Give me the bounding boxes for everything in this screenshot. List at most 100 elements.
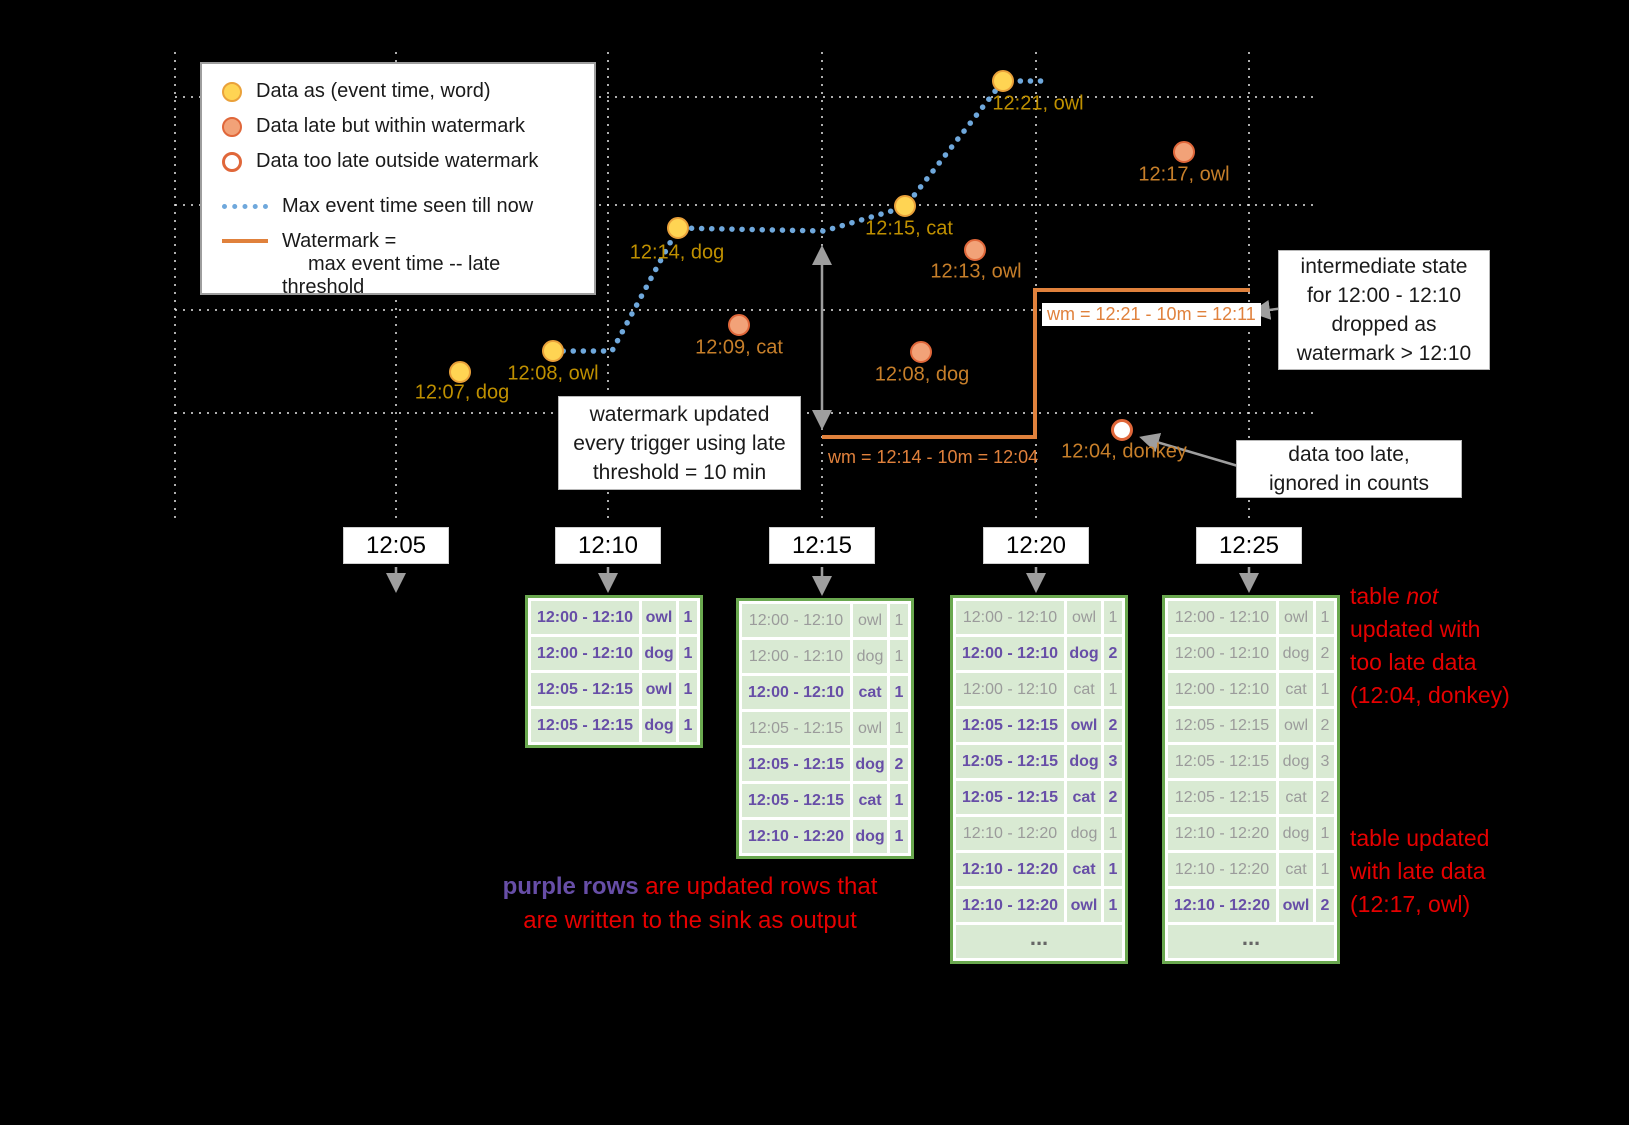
window-cell: 12:00 - 12:10 bbox=[1168, 601, 1276, 634]
word-cell: cat bbox=[853, 676, 887, 709]
event-point-label: 12:21, owl bbox=[992, 92, 1084, 115]
event-point bbox=[667, 217, 689, 239]
count-cell: 1 bbox=[679, 709, 697, 742]
too-late-event-point-label: 12:04, donkey bbox=[1061, 440, 1187, 463]
word-cell: owl bbox=[1067, 709, 1101, 742]
legend-label: Watermark = max event time -- late thres… bbox=[282, 230, 501, 298]
word-cell: owl bbox=[642, 673, 676, 706]
table-row: 12:05 - 12:15 cat 2 bbox=[956, 781, 1122, 814]
window-cell: 12:00 - 12:10 bbox=[1168, 637, 1276, 670]
word-cell: cat bbox=[1279, 853, 1313, 886]
table-row: 12:05 - 12:15 owl 1 bbox=[742, 712, 908, 745]
table-row: 12:00 - 12:10 cat 1 bbox=[956, 673, 1122, 706]
count-cell: 1 bbox=[890, 820, 908, 853]
count-cell: 1 bbox=[1316, 601, 1334, 634]
word-cell: owl bbox=[1067, 889, 1101, 922]
window-cell: 12:00 - 12:10 bbox=[531, 637, 639, 670]
table-row: 12:05 - 12:15 owl 2 bbox=[1168, 709, 1334, 742]
ellipsis-row: ... bbox=[1168, 925, 1334, 958]
table-row: 12:00 - 12:10 dog 1 bbox=[742, 640, 908, 673]
count-cell: 2 bbox=[1316, 709, 1334, 742]
count-cell: 2 bbox=[1316, 781, 1334, 814]
legend-label: Data too late outside watermark bbox=[256, 150, 539, 172]
window-cell: 12:10 - 12:20 bbox=[956, 889, 1064, 922]
legend-item-max-event-time: Max event time seen till now bbox=[222, 195, 584, 218]
window-cell: 12:05 - 12:15 bbox=[956, 745, 1064, 778]
window-cell: 12:10 - 12:20 bbox=[1168, 853, 1276, 886]
count-cell: 2 bbox=[1104, 709, 1122, 742]
time-label-1225: 12:25 bbox=[1196, 527, 1302, 564]
legend-item-on-time: Data as (event time, word) bbox=[222, 80, 584, 103]
count-cell: 1 bbox=[1104, 817, 1122, 850]
legend-item-too-late: Data too late outside watermark bbox=[222, 150, 584, 173]
result-table-1225: 12:00 - 12:10 owl 1 12:00 - 12:10 dog 2 … bbox=[1162, 595, 1340, 964]
window-cell: 12:05 - 12:15 bbox=[742, 748, 850, 781]
word-cell: dog bbox=[853, 748, 887, 781]
legend-label: Data late but within watermark bbox=[256, 115, 526, 137]
window-cell: 12:00 - 12:10 bbox=[742, 676, 850, 709]
word-cell: owl bbox=[853, 712, 887, 745]
word-cell: cat bbox=[1067, 673, 1101, 706]
legend-label: Max event time seen till now bbox=[282, 195, 534, 217]
table-row: 12:00 - 12:10 dog 1 bbox=[531, 637, 697, 670]
note-not-updated: table not updated with too late data (12… bbox=[1350, 583, 1510, 708]
count-cell: 1 bbox=[679, 673, 697, 706]
window-cell: 12:05 - 12:15 bbox=[1168, 745, 1276, 778]
window-cell: 12:00 - 12:10 bbox=[531, 601, 639, 634]
table-row: 12:05 - 12:15 owl 2 bbox=[956, 709, 1122, 742]
table-row: 12:10 - 12:20 cat 1 bbox=[1168, 853, 1334, 886]
word-cell: owl bbox=[1279, 889, 1313, 922]
late-event-point-label: 12:09, cat bbox=[695, 336, 783, 359]
word-cell: dog bbox=[642, 709, 676, 742]
table-row: 12:05 - 12:15 dog 3 bbox=[956, 745, 1122, 778]
word-cell: owl bbox=[1279, 709, 1313, 742]
word-cell: cat bbox=[1279, 781, 1313, 814]
word-cell: owl bbox=[1067, 601, 1101, 634]
table-row: 12:05 - 12:15 owl 1 bbox=[531, 673, 697, 706]
table-row: 12:00 - 12:10 owl 1 bbox=[742, 604, 908, 637]
window-cell: 12:05 - 12:15 bbox=[531, 709, 639, 742]
legend-item-late: Data late but within watermark bbox=[222, 115, 584, 138]
word-cell: dog bbox=[1279, 817, 1313, 850]
table-row: 12:10 - 12:20 owl 1 bbox=[956, 889, 1122, 922]
word-cell: owl bbox=[853, 604, 887, 637]
word-cell: owl bbox=[1279, 601, 1313, 634]
late-event-point bbox=[728, 314, 750, 336]
note-purple-rows: purple rows are updated rows that are wr… bbox=[502, 873, 878, 934]
count-cell: 1 bbox=[1104, 853, 1122, 886]
solid-line-icon bbox=[222, 239, 268, 243]
legend-item-watermark: Watermark = max event time -- late thres… bbox=[222, 230, 584, 299]
result-table-1215: 12:00 - 12:10 owl 1 12:00 - 12:10 dog 1 … bbox=[736, 598, 914, 859]
word-cell: cat bbox=[1067, 853, 1101, 886]
window-cell: 12:00 - 12:10 bbox=[742, 604, 850, 637]
window-cell: 12:10 - 12:20 bbox=[956, 853, 1064, 886]
window-cell: 12:05 - 12:15 bbox=[1168, 709, 1276, 742]
callout-watermark-updated: watermark updated every trigger using la… bbox=[558, 396, 801, 490]
table-row: 12:10 - 12:20 dog 1 bbox=[956, 817, 1122, 850]
time-label-1205: 12:05 bbox=[343, 527, 449, 564]
trigger-arrows bbox=[386, 567, 1259, 596]
result-table-1210: 12:00 - 12:10 owl 1 12:00 - 12:10 dog 1 … bbox=[525, 595, 703, 748]
window-cell: 12:00 - 12:10 bbox=[956, 673, 1064, 706]
too-late-event-point bbox=[1111, 419, 1133, 441]
late-event-point bbox=[964, 239, 986, 261]
count-cell: 1 bbox=[679, 601, 697, 634]
ellipsis-row: ... bbox=[956, 925, 1122, 958]
callout-intermediate-state: intermediate state for 12:00 - 12:10 dro… bbox=[1278, 250, 1490, 370]
window-cell: 12:00 - 12:10 bbox=[742, 640, 850, 673]
word-cell: dog bbox=[1067, 745, 1101, 778]
legend: Data as (event time, word) Data late but… bbox=[200, 62, 596, 298]
count-cell: 1 bbox=[1316, 673, 1334, 706]
event-point bbox=[449, 361, 471, 383]
late-point-icon bbox=[222, 116, 242, 137]
time-label-1215: 12:15 bbox=[769, 527, 875, 564]
table-row: 12:00 - 12:10 cat 1 bbox=[1168, 673, 1334, 706]
window-cell: 12:10 - 12:20 bbox=[742, 820, 850, 853]
late-event-point-label: 12:08, dog bbox=[874, 363, 970, 386]
late-event-point bbox=[910, 341, 932, 363]
count-cell: 1 bbox=[890, 784, 908, 817]
window-cell: 12:05 - 12:15 bbox=[531, 673, 639, 706]
table-row: 12:10 - 12:20 dog 1 bbox=[1168, 817, 1334, 850]
legend-label: Data as (event time, word) bbox=[256, 80, 491, 102]
event-point bbox=[992, 70, 1014, 92]
